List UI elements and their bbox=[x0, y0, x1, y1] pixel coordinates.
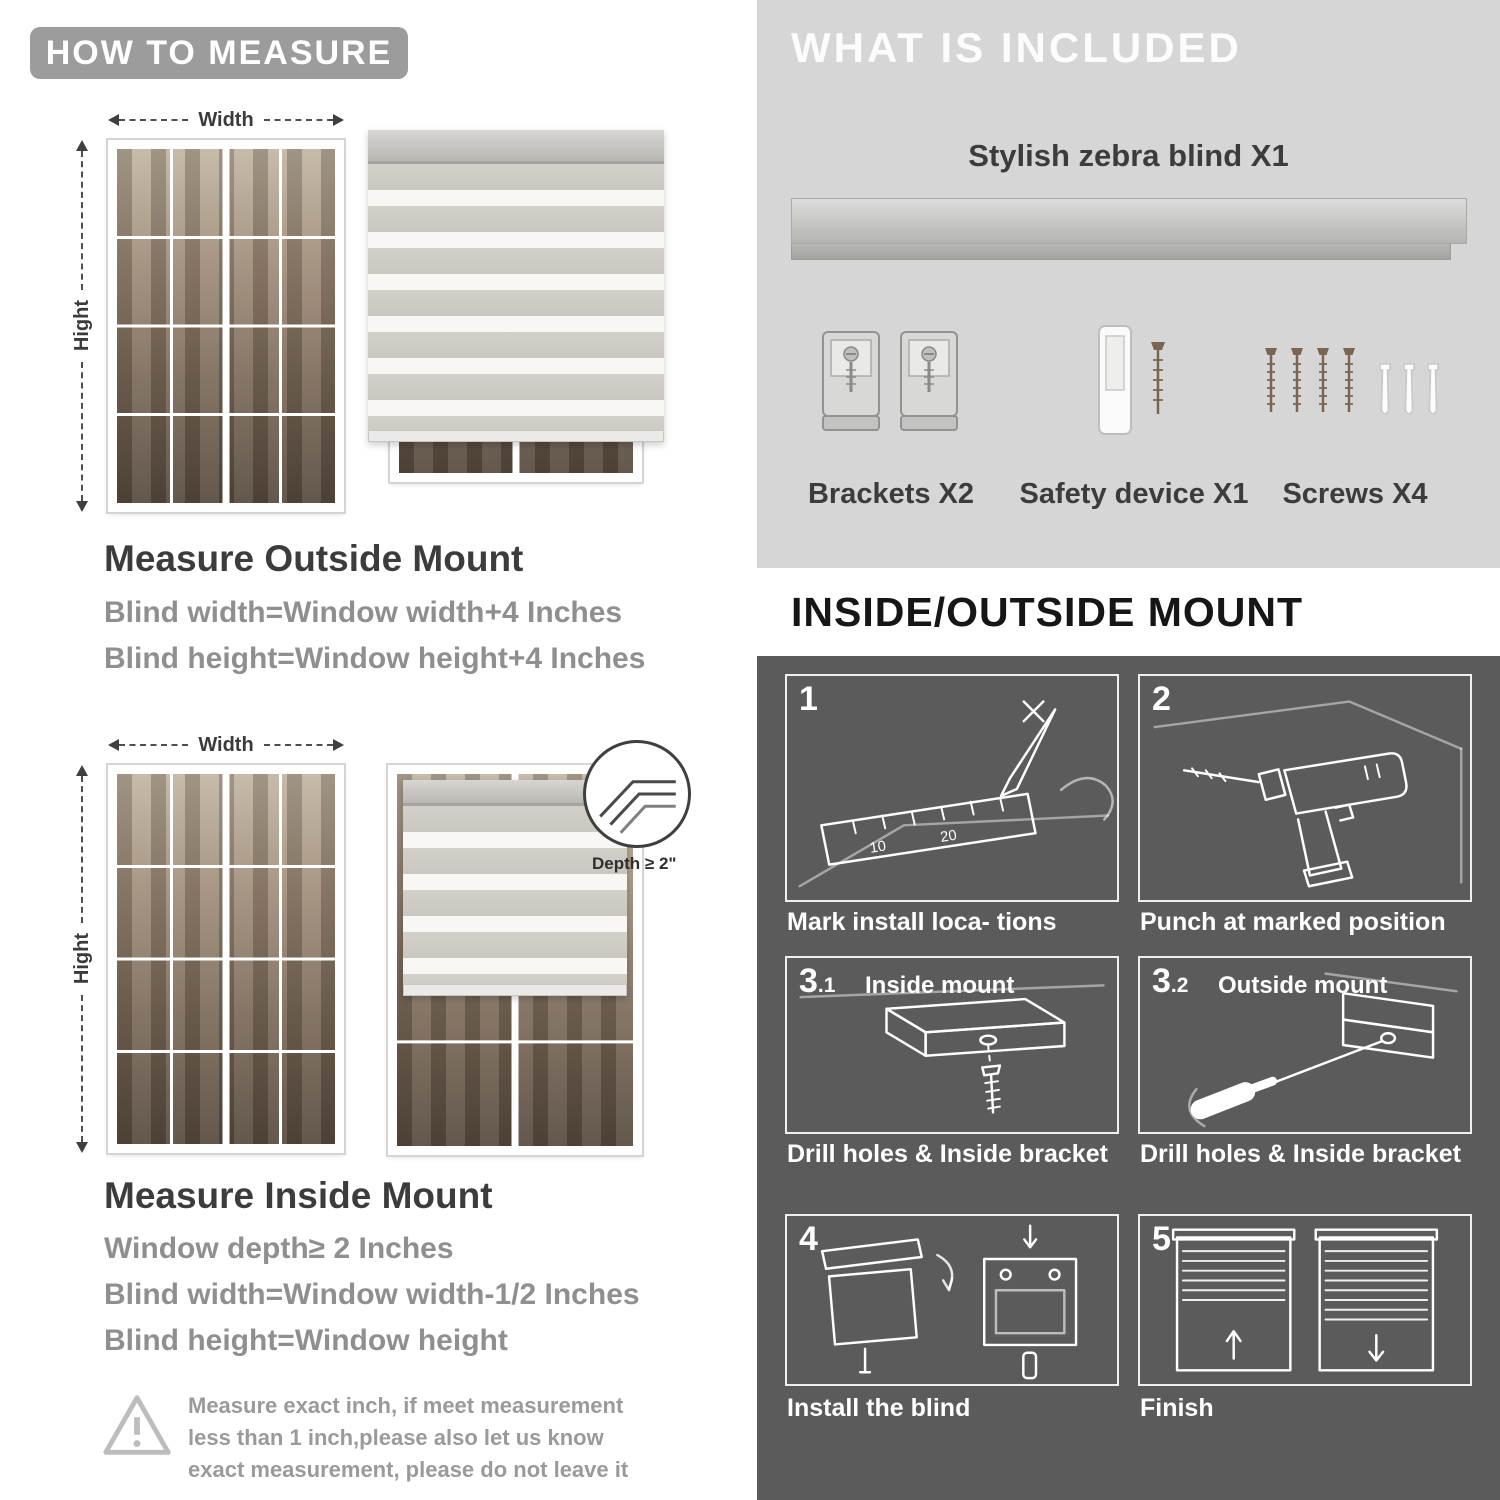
width-label: Width bbox=[198, 733, 254, 756]
step-number: 2 bbox=[1152, 680, 1171, 718]
window-grid-icon bbox=[117, 774, 335, 1144]
safety-device-label: Safety device X1 bbox=[1019, 478, 1249, 510]
blind-bottomrail bbox=[368, 430, 664, 442]
step-caption-4: Install the blind bbox=[787, 1394, 971, 1422]
step-caption-3-2: Drill holes & Inside bracket bbox=[1140, 1140, 1461, 1168]
window-grid-icon bbox=[117, 149, 335, 503]
step-panel-5: 5 bbox=[1138, 1214, 1472, 1386]
brackets-label: Brackets X2 bbox=[807, 478, 975, 510]
install-blind-illustration bbox=[820, 1224, 1078, 1380]
height-label: Hight bbox=[70, 933, 93, 985]
arrow-down-icon bbox=[76, 1142, 88, 1153]
outside-height-formula: Blind height=Window height+4 Inches bbox=[104, 642, 646, 675]
headrail-lip bbox=[791, 244, 1451, 260]
step-caption-2: Punch at marked position bbox=[1140, 908, 1446, 936]
finish-illustration bbox=[1171, 1228, 1439, 1372]
inside-height-formula: Blind height=Window height bbox=[104, 1324, 508, 1357]
step-number: 5 bbox=[1152, 1220, 1171, 1258]
mount-section-header: INSIDE/OUTSIDE MOUNT bbox=[791, 588, 1304, 635]
step-panel-3-1: 3.1 Inside mount bbox=[785, 956, 1119, 1134]
screws-image bbox=[1263, 346, 1439, 415]
window-illustration-inside bbox=[106, 763, 346, 1155]
outside-mount-heading: Measure Outside Mount bbox=[104, 538, 524, 579]
arrow-left-icon bbox=[108, 739, 119, 751]
what-is-included-header: WHAT IS INCLUDED bbox=[791, 24, 1242, 71]
width-arrow: Width bbox=[108, 108, 345, 132]
height-arrow: Hight bbox=[70, 140, 94, 512]
how-to-measure-header: HOW TO MEASURE bbox=[30, 27, 408, 79]
window-corner-detail-icon bbox=[599, 780, 676, 834]
blind-bottomrail bbox=[403, 984, 627, 996]
step-panel-2: 2 bbox=[1138, 674, 1472, 902]
width-label: Width bbox=[198, 108, 254, 131]
mark-location-illustration: 10 20 bbox=[798, 700, 1114, 888]
step-panel-3-2: 3.2 Outside mount bbox=[1138, 956, 1472, 1134]
arrow-right-icon bbox=[333, 114, 345, 126]
mount-header-strip: INSIDE/OUTSIDE MOUNT bbox=[757, 568, 1500, 656]
brackets-image bbox=[821, 330, 959, 432]
inside-depth-rule: Window depth≥ 2 Inches bbox=[104, 1232, 454, 1265]
height-arrow: Hight bbox=[70, 765, 94, 1153]
step-panel-1: 1 10 20 bbox=[785, 674, 1119, 902]
blind-zebra-fabric bbox=[368, 164, 664, 430]
mount-instructions-section: 1 10 20 Mark install loca- tions 2 bbox=[757, 656, 1500, 1500]
zebra-blind-inside bbox=[403, 780, 627, 996]
step-number: 3 bbox=[1152, 962, 1171, 1000]
blind-zebra-fabric bbox=[403, 806, 627, 984]
blind-headrail bbox=[368, 130, 664, 164]
step-title: Inside mount bbox=[865, 972, 1015, 999]
step-number: 3 bbox=[799, 962, 818, 1000]
arrow-left-icon bbox=[108, 114, 119, 126]
what-is-included-section: WHAT IS INCLUDED Stylish zebra blind X1 bbox=[757, 0, 1500, 568]
arrow-up-icon bbox=[76, 765, 88, 776]
step-caption-5: Finish bbox=[1140, 1394, 1214, 1422]
step-caption-1: Mark install loca- tions bbox=[787, 908, 1057, 936]
depth-callout-circle bbox=[583, 740, 691, 848]
arrow-right-icon bbox=[333, 739, 345, 751]
step-number: 4 bbox=[799, 1220, 818, 1258]
svg-text:10: 10 bbox=[869, 838, 888, 856]
zebra-blind-outside bbox=[368, 130, 664, 442]
step-panel-4: 4 bbox=[785, 1214, 1119, 1386]
inside-bracket-illustration bbox=[799, 984, 1105, 1114]
arrow-down-icon bbox=[76, 501, 88, 512]
headrail-image bbox=[791, 198, 1467, 244]
height-label: Hight bbox=[70, 300, 93, 352]
svg-text:20: 20 bbox=[939, 828, 958, 846]
safety-device-image bbox=[1098, 325, 1165, 435]
drill-illustration bbox=[1153, 700, 1463, 888]
step-caption-3-1: Drill holes & Inside bracket bbox=[787, 1140, 1108, 1168]
outside-bracket-illustration bbox=[1188, 972, 1458, 1128]
step-number: 1 bbox=[799, 680, 818, 718]
outside-width-formula: Blind width=Window width+4 Inches bbox=[104, 596, 623, 629]
inside-width-formula: Blind width=Window width-1/2 Inches bbox=[104, 1278, 640, 1311]
product-name-label: Stylish zebra blind X1 bbox=[968, 138, 1289, 173]
width-arrow: Width bbox=[108, 733, 345, 757]
depth-label: Depth ≥ 2" bbox=[592, 854, 677, 873]
arrow-up-icon bbox=[76, 140, 88, 151]
step-title: Outside mount bbox=[1218, 972, 1388, 999]
inside-mount-heading: Measure Inside Mount bbox=[104, 1175, 493, 1216]
screws-label: Screws X4 bbox=[1282, 478, 1428, 510]
window-illustration-outside bbox=[106, 138, 346, 514]
warning-triangle-icon bbox=[103, 1395, 171, 1455]
measure-warning-text: Measure exact inch, if meet measurement … bbox=[188, 1393, 629, 1482]
how-to-measure-section: HOW TO MEASURE Width Hight bbox=[0, 0, 745, 1500]
